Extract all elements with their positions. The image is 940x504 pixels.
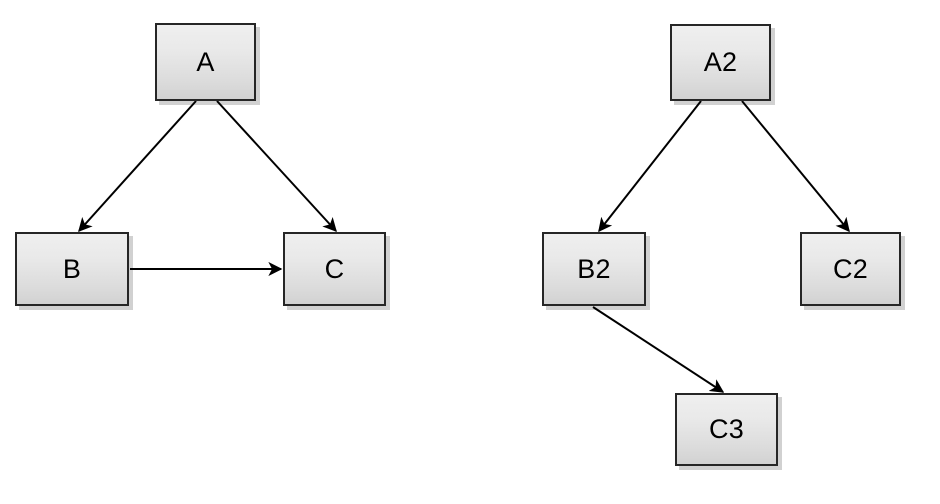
node-label-a: A <box>196 46 215 77</box>
node-label-a2: A2 <box>703 47 738 77</box>
node-b[interactable]: B <box>15 232 129 306</box>
edge-a2-to-c2 <box>741 100 850 233</box>
node-label-c: C <box>324 253 345 284</box>
node-label-b: B <box>62 253 82 284</box>
node-label-c3: C3 <box>709 414 744 444</box>
node-b2[interactable]: B2 <box>542 232 646 306</box>
node-c2[interactable]: C2 <box>800 232 901 306</box>
node-c[interactable]: C <box>283 232 386 306</box>
node-a[interactable]: A <box>155 23 256 101</box>
node-a2[interactable]: A2 <box>670 24 771 101</box>
edge-a-to-b <box>78 100 197 233</box>
edge-b2-to-c3 <box>592 306 725 393</box>
edge-a2-to-b2 <box>598 100 702 233</box>
node-label-c2: C2 <box>833 253 868 284</box>
node-c3[interactable]: C3 <box>675 393 778 466</box>
edges-group <box>78 100 850 393</box>
node-label-b2: B2 <box>577 253 611 284</box>
edge-a-to-c <box>216 100 337 233</box>
